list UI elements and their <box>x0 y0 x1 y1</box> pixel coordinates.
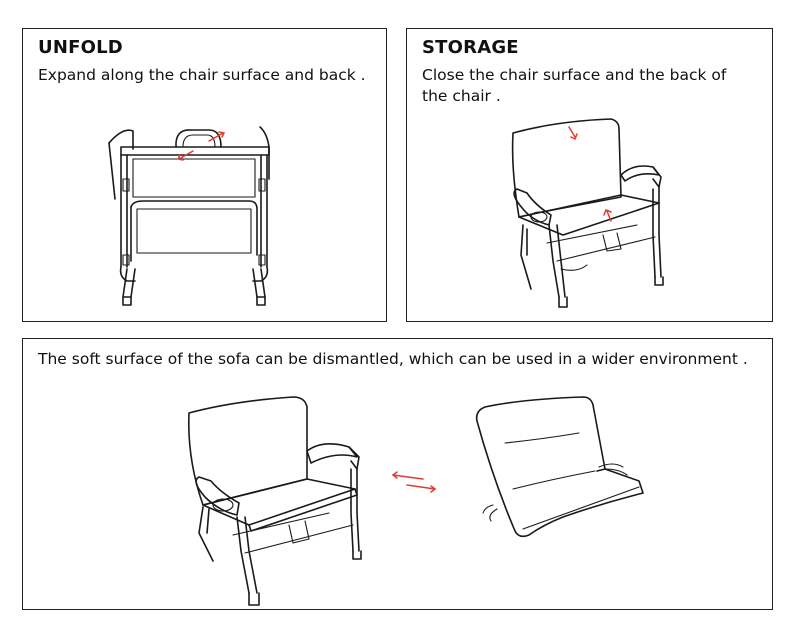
detached-cushion-illustration <box>475 396 644 538</box>
chair-with-cushion-illustration <box>187 396 644 606</box>
unfold-description: Expand along the chair surface and back … <box>38 66 366 84</box>
unfold-title: UNFOLD <box>38 37 123 58</box>
unfold-panel: UNFOLD Expand along the chair surface an… <box>22 28 387 322</box>
soft-surface-panel: The soft surface of the sofa can be dism… <box>22 338 773 610</box>
storage-chair-illustration <box>511 118 664 308</box>
folded-chair-illustration <box>108 126 270 306</box>
unfold-arrow-up <box>208 131 226 142</box>
storage-description: Close the chair surface and the back of … <box>422 66 727 105</box>
swap-arrows <box>391 471 437 493</box>
soft-surface-description: The soft surface of the sofa can be dism… <box>38 350 748 368</box>
storage-panel: STORAGE Close the chair surface and the … <box>406 28 773 322</box>
storage-title: STORAGE <box>422 37 519 58</box>
storage-arrow-down <box>568 126 578 141</box>
storage-arrow-up <box>603 209 612 222</box>
unfold-arrow-down <box>176 150 194 161</box>
